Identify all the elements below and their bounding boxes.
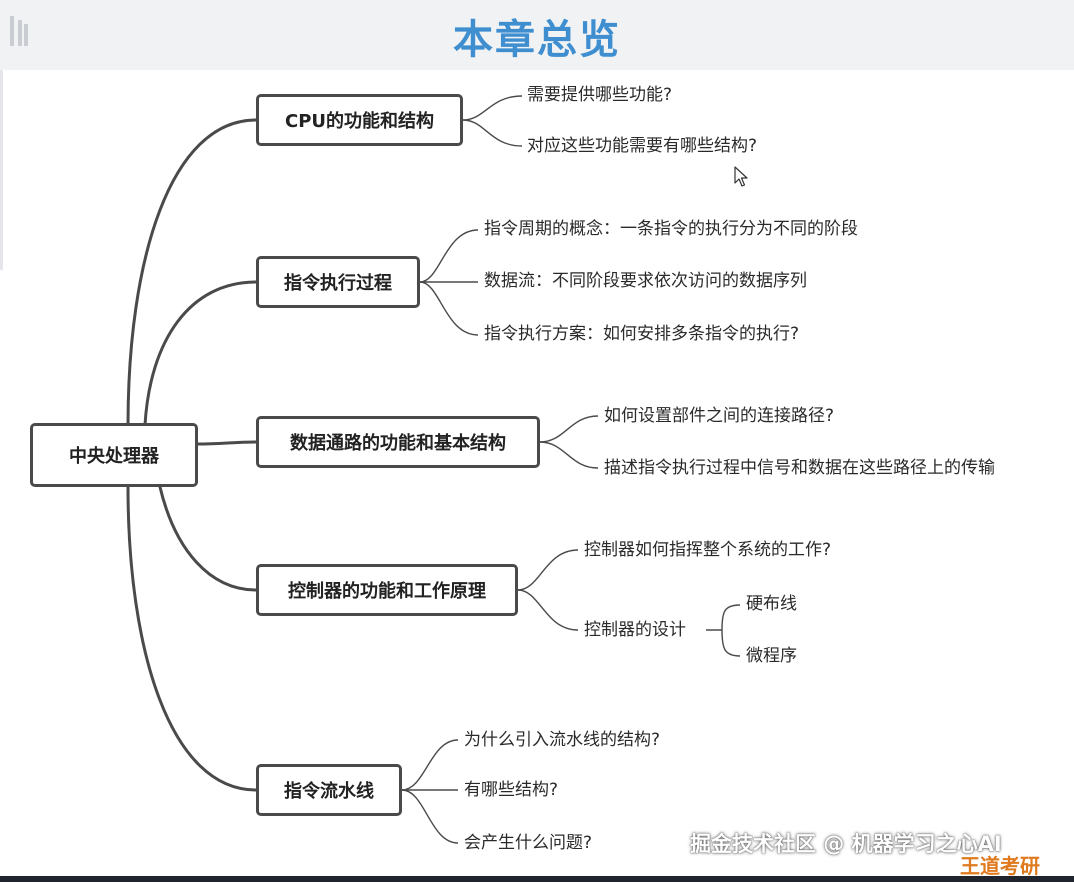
connector-root-branch-3: [196, 440, 258, 446]
leaf-item: 指令执行方案：如何安排多条指令的执行?: [484, 324, 800, 344]
title-bar: [0, 0, 1074, 70]
branch-node-datapath[interactable]: 数据通路的功能和基本结构: [256, 416, 540, 468]
connector-b5-leaf-1: [401, 739, 459, 791]
mouse-cursor-icon: [734, 166, 750, 188]
leaf-item: 描述指令执行过程中信号和数据在这些路径上的传输: [604, 458, 995, 478]
branch-node-label: 数据通路的功能和基本结构: [290, 433, 506, 454]
connector-b4-sub-1: [706, 604, 741, 631]
watermark: 掘金技术社区 @ 机器学习之心AI: [690, 832, 1002, 856]
connector-b2-leaf-1: [419, 229, 479, 283]
connector-root-branch-4: [158, 485, 258, 592]
bottom-strip: [0, 876, 1074, 882]
leaf-item: 对应这些功能需要有哪些结构?: [527, 136, 758, 156]
leaf-item: 为什么引入流水线的结构?: [464, 730, 661, 750]
sub-leaf-item: 硬布线: [746, 594, 797, 614]
root-node[interactable]: 中央处理器: [30, 423, 198, 487]
connector-root-branch-1: [126, 118, 258, 427]
branch-node-instruction-execution[interactable]: 指令执行过程: [256, 256, 420, 308]
branch-node-label: 指令执行过程: [284, 273, 392, 294]
connector-root-branch-2: [143, 280, 258, 427]
leaf-item: 指令周期的概念：一条指令的执行分为不同的阶段: [484, 219, 858, 239]
leaf-item: 控制器的设计: [584, 620, 686, 640]
connector-b4-leaf-1: [517, 549, 579, 591]
branch-node-controller[interactable]: 控制器的功能和工作原理: [256, 564, 518, 616]
connector-b1-leaf-2: [462, 119, 523, 147]
leaf-item: 数据流：不同阶段要求依次访问的数据序列: [484, 271, 807, 291]
connector-b1-leaf-1: [462, 95, 523, 121]
branch-node-cpu-function[interactable]: CPU的功能和结构: [256, 94, 463, 146]
leaf-item: 有哪些结构?: [464, 780, 559, 800]
connector-b3-leaf-1: [539, 415, 599, 443]
leaf-item: 需要提供哪些功能?: [527, 85, 673, 105]
corner-logo-icon: [4, 8, 34, 54]
connector-b2-leaf-3: [419, 281, 479, 336]
page-title: 本章总览: [453, 17, 621, 63]
connector-b4-sub-2: [721, 629, 741, 657]
leaf-item: 会产生什么问题?: [464, 833, 593, 853]
branch-node-pipeline[interactable]: 指令流水线: [256, 764, 402, 816]
connector-b4-leaf-2: [517, 589, 579, 631]
branch-node-label: CPU的功能和结构: [284, 111, 435, 132]
sub-leaf-item: 微程序: [746, 646, 797, 666]
left-edge-strip: [0, 70, 3, 270]
connector-b3-leaf-2: [539, 441, 599, 469]
watermark-tail: 王道考研: [960, 854, 1040, 878]
leaf-item: 如何设置部件之间的连接路径?: [604, 406, 835, 426]
branch-node-label: 指令流水线: [284, 781, 374, 802]
root-node-label: 中央处理器: [69, 446, 159, 467]
leaf-item: 控制器如何指挥整个系统的工作?: [584, 540, 832, 560]
connector-b5-leaf-3: [401, 789, 459, 844]
connector-root-branch-5: [126, 485, 258, 792]
branch-node-label: 控制器的功能和工作原理: [288, 581, 486, 602]
